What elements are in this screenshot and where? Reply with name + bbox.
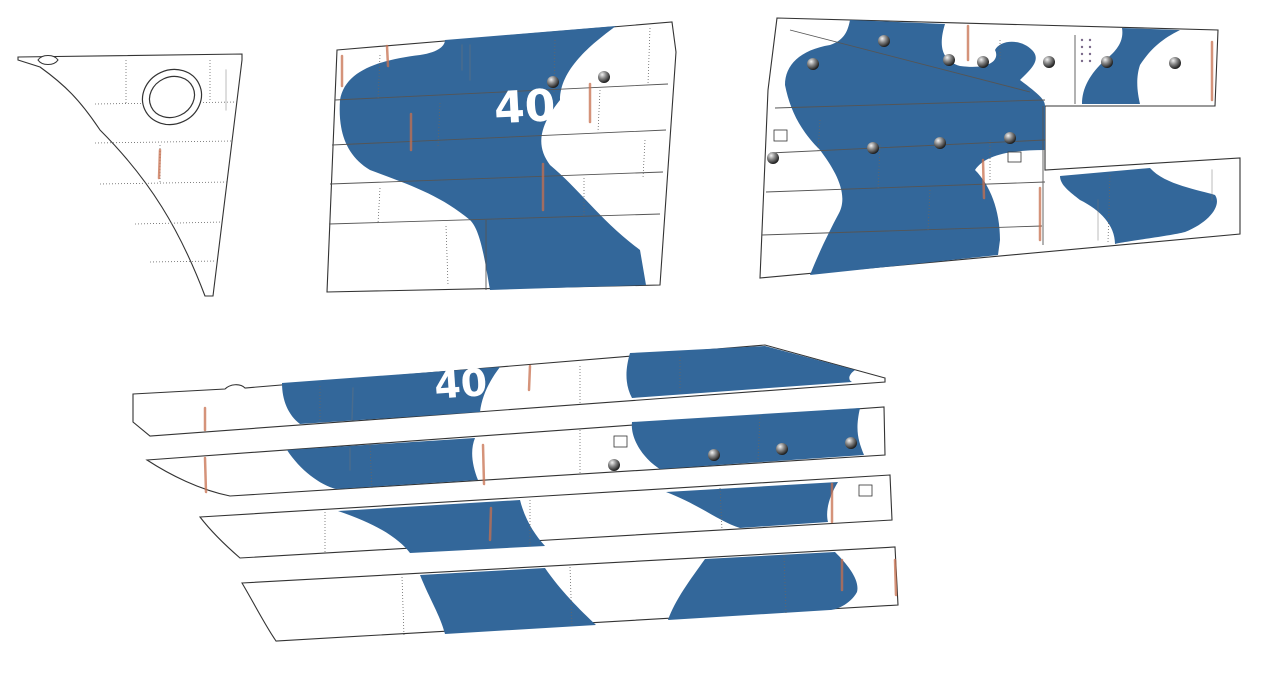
metal-bollard-icon	[598, 71, 610, 83]
hull-strip-3	[198, 474, 893, 559]
hull-number-40-strip: 40	[433, 360, 489, 408]
metal-bollard-icon	[867, 142, 879, 154]
metal-bollard-icon	[708, 449, 720, 461]
square-port-icon	[613, 435, 628, 448]
square-port-icon	[858, 484, 873, 497]
metal-bollard-icon	[767, 152, 779, 164]
metal-bollard-icon	[1101, 56, 1113, 68]
square-port-icon	[773, 129, 788, 142]
metal-bollard-icon	[1169, 57, 1181, 69]
metal-bollard-icon	[1004, 132, 1016, 144]
bow-stem-panel	[17, 53, 243, 297]
metal-bollard-icon	[845, 437, 857, 449]
metal-bollard-icon	[943, 54, 955, 66]
hull-strip-2	[145, 406, 886, 497]
metal-bollard-icon	[608, 459, 620, 471]
side-panel-number-40: 40	[326, 21, 677, 293]
metal-bollard-icon	[547, 76, 559, 88]
square-port-icon	[1007, 151, 1022, 163]
upper-right-panel	[759, 17, 1241, 279]
metal-bollard-icon	[776, 443, 788, 455]
hull-strip-4	[241, 546, 899, 642]
metal-bollard-icon	[807, 58, 819, 70]
metal-bollard-icon	[977, 56, 989, 68]
porthole-icon	[141, 68, 203, 126]
hull-number-40-panel: 40	[493, 80, 557, 134]
metal-bollard-icon	[878, 35, 890, 47]
ventilation-holes	[1080, 38, 1092, 63]
hull-strip-1: 40	[132, 344, 886, 437]
metal-bollard-icon	[934, 137, 946, 149]
metal-bollard-icon	[1043, 56, 1055, 68]
